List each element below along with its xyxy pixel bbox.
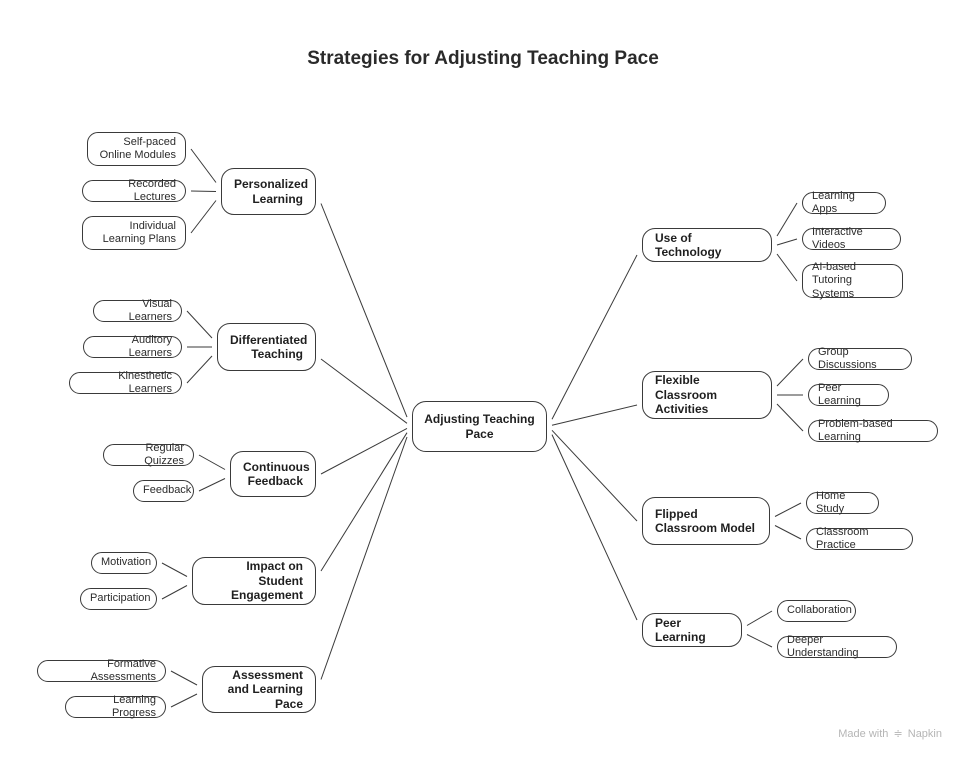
center-node: Adjusting Teaching Pace (412, 401, 547, 452)
branch-node-peer: Peer Learning (642, 613, 742, 647)
leaf-connector-feedback-1 (198, 478, 226, 492)
leaf-connector-personalized-0 (190, 148, 217, 183)
center-connector-flipped (551, 429, 638, 522)
leaf-connector-assessment-0 (170, 670, 198, 686)
leaf-node-personalized-2: Individual Learning Plans (82, 216, 186, 250)
leaf-connector-flexible-0 (776, 358, 804, 387)
branch-label: Peer Learning (655, 615, 706, 644)
leaf-node-technology-2: AI-based Tutoring Systems (802, 261, 903, 300)
leaf-label: Motivation (101, 556, 152, 569)
leaf-label: Learning Progress (111, 693, 156, 719)
center-connector-flexible (551, 404, 638, 426)
leaf-label: Interactive Videos (812, 225, 863, 251)
leaf-node-feedback-0: Regular Quizzes (103, 441, 194, 467)
branch-node-feedback: Continuous Feedback (230, 451, 316, 497)
leaf-label: Group Discussions (818, 345, 877, 371)
branch-node-technology: Use of Technology (642, 228, 772, 262)
leaf-label: Classroom Practice (816, 525, 869, 551)
leaf-label: Kinesthetic Learners (118, 369, 172, 395)
leaf-node-flipped-1: Classroom Practice (806, 525, 913, 551)
branch-label: Impact on Student Engagement (230, 559, 303, 603)
leaf-label: Learning Apps (812, 189, 855, 215)
leaf-node-flipped-0: Home Study (806, 489, 879, 515)
branch-node-assessment: Assessment and Learning Pace (202, 666, 316, 713)
center-connector-engagement (320, 432, 408, 572)
center-connector-feedback (320, 427, 408, 475)
leaf-connector-feedback-0 (198, 454, 226, 470)
leaf-label: Collaboration (787, 604, 852, 617)
leaf-node-flexible-0: Group Discussions (808, 345, 912, 371)
leaf-node-engagement-0: Motivation (91, 552, 157, 574)
leaf-connector-peer-0 (746, 610, 773, 626)
leaf-connector-assessment-1 (170, 693, 198, 708)
leaf-label: Problem-based Learning (818, 417, 893, 443)
leaf-label: Feedback (143, 484, 192, 497)
branch-label: Continuous Feedback (243, 459, 310, 488)
leaf-node-assessment-1: Learning Progress (65, 693, 166, 719)
leaf-connector-technology-2 (776, 253, 798, 282)
leaf-label: Individual Learning Plans (102, 219, 176, 245)
footer-prefix: Made with (838, 728, 889, 740)
leaf-label: Deeper Understanding (787, 633, 859, 659)
leaf-node-technology-1: Interactive Videos (802, 225, 901, 251)
leaf-label: Regular Quizzes (144, 441, 184, 467)
leaf-connector-engagement-1 (161, 585, 188, 600)
branch-label: Differentiated Teaching (230, 332, 308, 361)
leaf-node-differentiated-0: Visual Learners (93, 297, 182, 323)
leaf-node-technology-0: Learning Apps (802, 189, 886, 215)
leaf-node-personalized-1: Recorded Lectures (82, 177, 186, 203)
leaf-connector-flipped-0 (774, 502, 802, 517)
branch-node-differentiated: Differentiated Teaching (217, 323, 316, 371)
branch-label: Personalized Learning (234, 177, 309, 206)
leaf-node-assessment-0: Formative Assessments (37, 657, 166, 683)
branch-label: Flipped Classroom Model (655, 506, 756, 535)
leaf-connector-differentiated-0 (186, 310, 213, 339)
branch-node-personalized: Personalized Learning (221, 168, 316, 215)
leaf-node-personalized-0: Self-paced Online Modules (87, 132, 186, 166)
napkin-footer: Made with ≑ Napkin (838, 727, 942, 740)
leaf-label: Participation (90, 592, 151, 605)
leaf-node-differentiated-2: Kinesthetic Learners (69, 369, 182, 395)
leaf-node-differentiated-1: Auditory Learners (83, 333, 182, 359)
center-connector-peer (551, 434, 638, 621)
branch-label: Flexible Classroom Activities (655, 373, 718, 417)
leaf-connector-technology-0 (776, 202, 798, 237)
leaf-label: Visual Learners (128, 297, 172, 323)
branch-node-engagement: Impact on Student Engagement (192, 557, 316, 605)
leaf-node-peer-1: Deeper Understanding (777, 633, 897, 659)
leaf-node-feedback-1: Feedback (133, 480, 194, 502)
leaf-connector-flexible-2 (776, 403, 804, 432)
leaf-label: AI-based Tutoring Systems (812, 261, 857, 300)
leaf-node-peer-0: Collaboration (777, 600, 856, 622)
footer-brand: Napkin (907, 728, 942, 740)
napkin-logo-icon: ≑ (893, 728, 903, 740)
branch-label: Assessment and Learning Pace (227, 667, 303, 711)
leaf-node-flexible-1: Peer Learning (808, 381, 889, 407)
center-connector-personalized (320, 203, 408, 418)
leaf-label: Home Study (816, 489, 846, 515)
leaf-connector-engagement-0 (161, 562, 188, 577)
center-connector-differentiated (320, 358, 408, 424)
leaf-label: Peer Learning (818, 381, 861, 407)
leaf-node-flexible-2: Problem-based Learning (808, 417, 938, 443)
center-node-label: Adjusting Teaching Pace (424, 412, 535, 441)
center-connector-assessment (320, 436, 408, 680)
diagram-title: Strategies for Adjusting Teaching Pace (307, 48, 659, 69)
leaf-connector-technology-1 (776, 238, 798, 246)
branch-label: Use of Technology (655, 230, 722, 259)
leaf-connector-personalized-2 (190, 200, 217, 234)
leaf-connector-flipped-1 (774, 525, 802, 540)
leaf-label: Auditory Learners (128, 333, 172, 359)
leaf-label: Formative Assessments (90, 657, 156, 683)
branch-node-flexible: Flexible Classroom Activities (642, 371, 772, 419)
leaf-connector-peer-1 (746, 634, 773, 648)
leaf-label: Recorded Lectures (128, 177, 176, 203)
leaf-label: Self-paced Online Modules (99, 135, 176, 161)
center-connector-technology (551, 254, 638, 420)
leaf-connector-personalized-1 (190, 190, 217, 192)
branch-node-flipped: Flipped Classroom Model (642, 497, 770, 545)
leaf-node-engagement-1: Participation (80, 588, 157, 610)
leaf-connector-differentiated-2 (186, 355, 213, 384)
